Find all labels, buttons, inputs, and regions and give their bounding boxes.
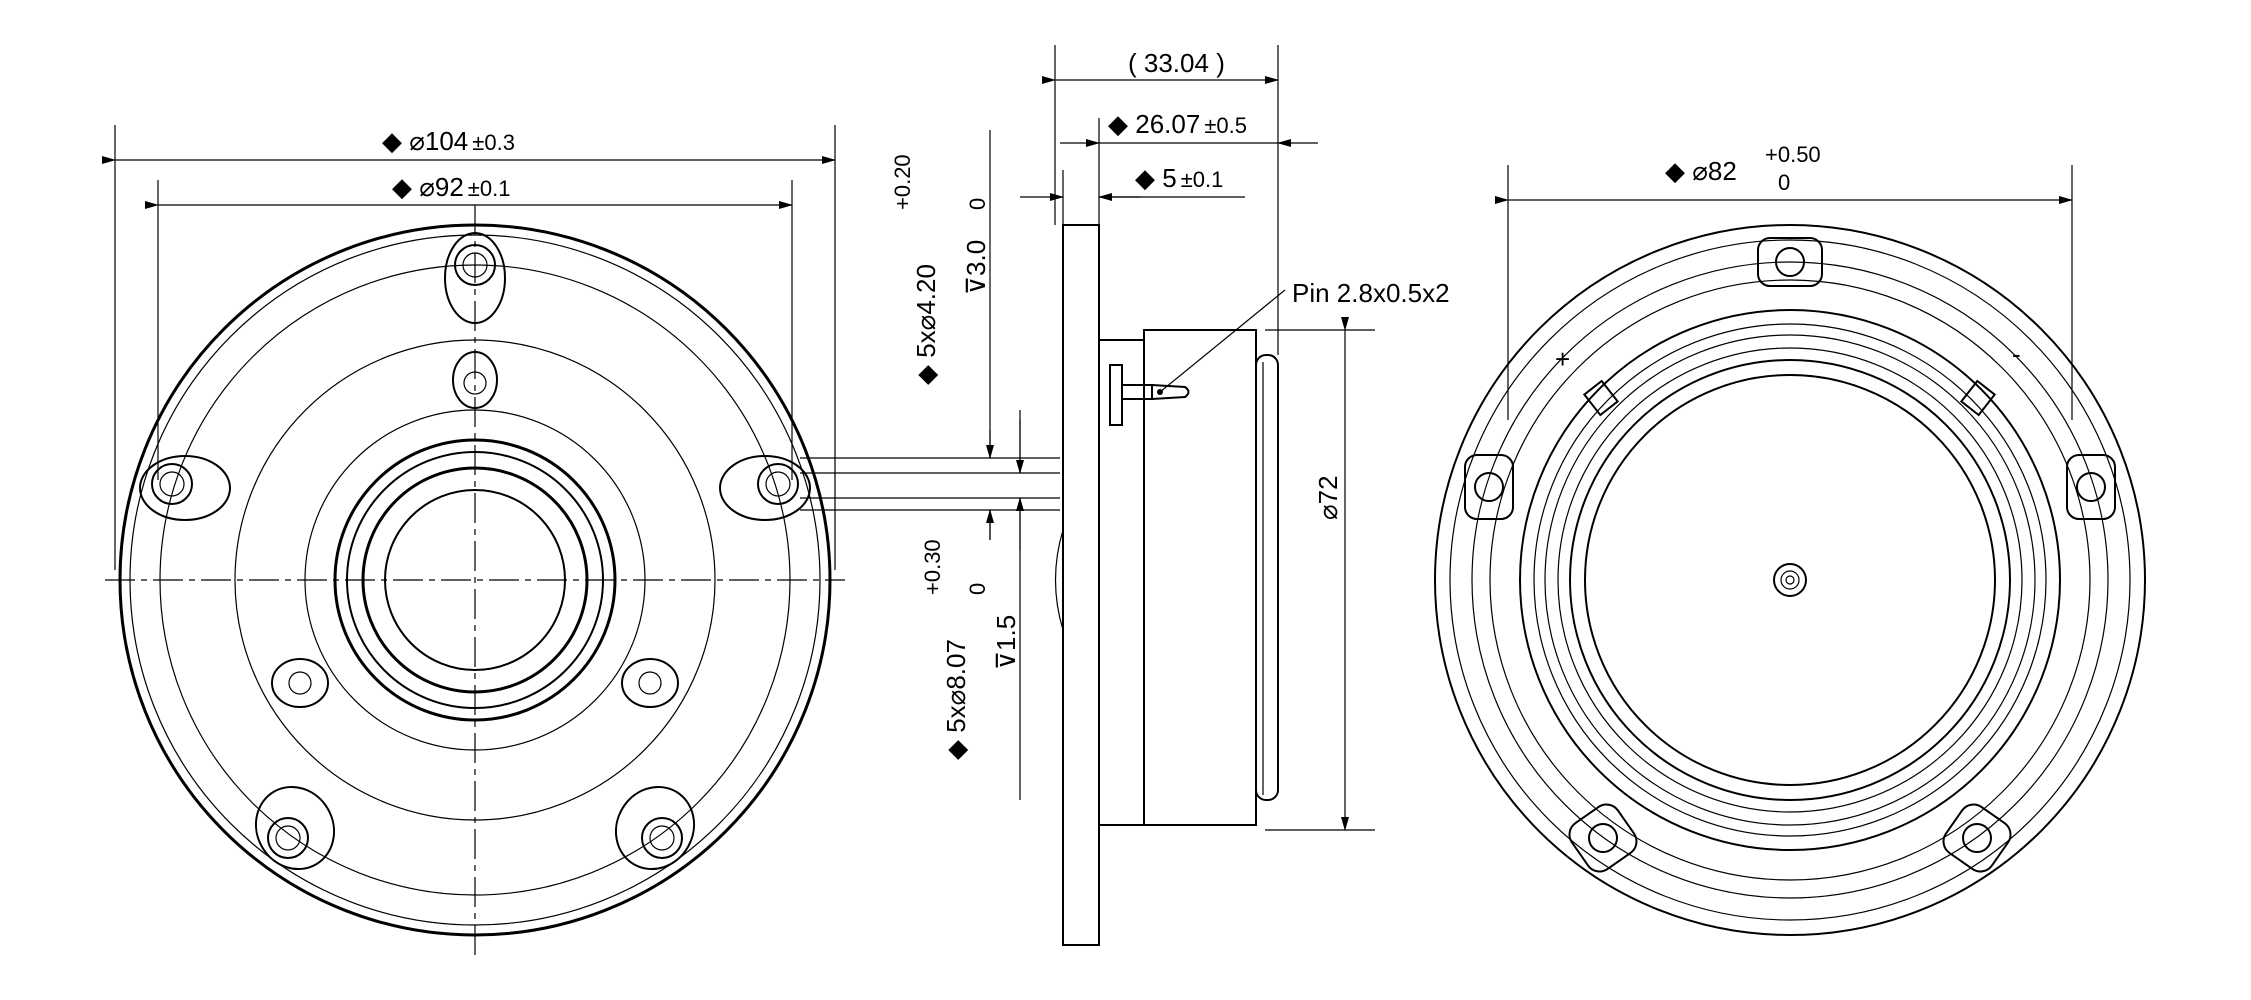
faceplate-screw	[621, 658, 679, 708]
faceplate-screw	[271, 658, 329, 708]
rear-boss	[2066, 454, 2116, 520]
dim-total-depth: ( 33.04 )	[1128, 48, 1225, 78]
mounting-hole	[444, 232, 506, 324]
rear-view: + - ◆ ⌀82 +0.50 0	[1434, 142, 2146, 936]
polarity-minus: -	[2012, 339, 2021, 369]
dim-hole-small: ◆ 5x⌀4.20	[911, 264, 941, 385]
dim-bolt-circle: ◆ ⌀92±0.1	[392, 172, 510, 202]
dim-cutout-diameter: ◆ ⌀82	[1665, 156, 1737, 186]
flange	[1062, 224, 1100, 946]
pin-leader	[1159, 289, 1286, 393]
rear-boss	[1757, 237, 1823, 287]
rear-cap	[1584, 374, 1996, 786]
dim-body-diameter: ⌀72	[1313, 475, 1343, 520]
dim-hole-small-depth: ⊽3.0	[961, 240, 991, 295]
side-view: Pin 2.8x0.5x2 ( 33.04 ) ◆ 26.07±0.5 ◆ 5±…	[890, 45, 1450, 946]
rear-boss	[1568, 803, 1638, 873]
mounting-hole	[139, 455, 231, 521]
front-view: ◆ ⌀104±0.3 ◆ ⌀92±0.1	[102, 125, 1060, 955]
dim-cutout-tol-upper: +0.50	[1765, 142, 1821, 167]
dim-hole-large-tol-lower: 0	[965, 583, 990, 595]
mounting-hole	[254, 785, 336, 871]
back-ring	[1255, 354, 1279, 801]
dim-flange-thickness: ◆ 5±0.1	[1135, 163, 1223, 193]
dim-mounting-depth: ◆ 26.07±0.5	[1108, 109, 1247, 139]
mounting-hole	[719, 455, 811, 521]
rear-boss	[1464, 454, 1514, 520]
pin-label: Pin 2.8x0.5x2	[1292, 278, 1450, 308]
dim-hole-small-tol-upper: +0.20	[890, 154, 915, 210]
rear-boss	[1942, 803, 2012, 873]
mounting-hole	[614, 785, 696, 871]
dim-cutout-tol-lower: 0	[1778, 170, 1790, 195]
rear-housing	[1519, 309, 2061, 851]
dim-hole-large: ◆ 5x⌀8.07	[941, 639, 971, 760]
magnet-body	[1143, 329, 1257, 826]
dim-hole-small-tol-lower: 0	[965, 198, 990, 210]
terminal-pin	[1109, 364, 1190, 426]
dim-hole-large-tol-upper: +0.30	[920, 539, 945, 595]
rear-outer	[1434, 224, 2146, 936]
dim-outer-diameter: ◆ ⌀104±0.3	[382, 126, 515, 156]
faceplate-screw	[452, 351, 498, 409]
center-vent	[1773, 563, 1807, 597]
polarity-plus: +	[1555, 344, 1570, 374]
terminal-plus	[1582, 379, 1620, 417]
terminal-minus	[1959, 379, 1997, 417]
dim-hole-large-depth: ⊽1.5	[991, 615, 1021, 670]
